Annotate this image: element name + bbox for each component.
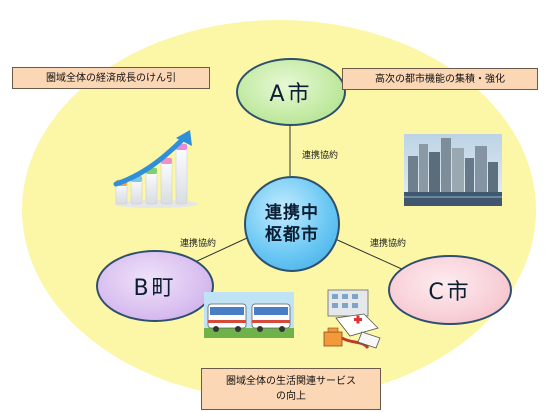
node-central-city-label-line1: 連携中 [265, 203, 319, 223]
callout-economic-growth-text: 圏域全体の経済成長のけん引 [46, 72, 176, 84]
bus-icon [204, 292, 294, 338]
edge-label-center-a: 連携協約 [302, 151, 339, 161]
callout-living-services-line1: 圏域全体の生活関連サービス [226, 376, 356, 387]
link-center-c [332, 237, 405, 271]
node-c-city-label: C市 [428, 280, 472, 305]
node-central-city: 連携中 枢都市 [244, 176, 340, 272]
callout-urban-functions: 高次の都市機能の集積・強化 [342, 68, 538, 90]
city-skyline-icon [404, 134, 502, 206]
edge-label-center-c: 連携協約 [370, 239, 407, 249]
node-c-city: C市 [388, 255, 512, 325]
edge-label-center-b: 連携協約 [180, 239, 217, 249]
callout-living-services: 圏域全体の生活関連サービス の向上 [201, 368, 381, 410]
node-central-city-label-line2: 枢都市 [265, 225, 319, 245]
node-b-town-label: B町 [133, 276, 177, 301]
callout-living-services-line2: の向上 [276, 391, 306, 402]
callout-urban-functions-text: 高次の都市機能の集積・強化 [375, 73, 505, 85]
node-a-city: A市 [236, 58, 346, 126]
callout-economic-growth: 圏域全体の経済成長のけん引 [12, 67, 210, 89]
medical-care-icon [323, 289, 381, 350]
node-a-city-label: A市 [269, 82, 313, 107]
growth-chart-icon [113, 130, 198, 208]
node-b-town: B町 [96, 250, 214, 322]
